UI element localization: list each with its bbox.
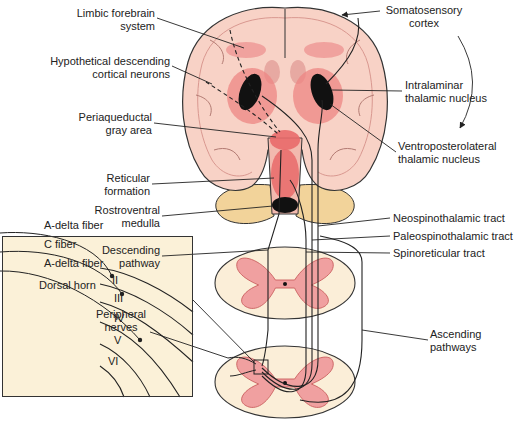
thalamic-nucleus xyxy=(234,71,266,114)
leader-line xyxy=(172,66,212,84)
leader-line xyxy=(150,332,228,358)
sulcus-line xyxy=(330,148,356,160)
structure-label: Intralaminar thalamic nucleus xyxy=(405,79,497,105)
central-canal xyxy=(283,282,287,286)
midline-fissure xyxy=(285,9,286,58)
descending-pathway xyxy=(262,150,281,366)
cerebellum xyxy=(216,184,274,223)
lamina-number: V xyxy=(114,334,121,347)
brainstem xyxy=(268,138,302,214)
structure-label: Ascending pathways xyxy=(430,328,500,354)
spinal-cord-section xyxy=(215,247,355,319)
ascending-pathway xyxy=(300,236,362,402)
periaqueductal-gray xyxy=(270,130,300,150)
thalamus-region xyxy=(293,68,343,124)
gray-matter xyxy=(237,258,334,308)
leader-line xyxy=(330,104,396,152)
reticular-formation xyxy=(271,149,299,199)
rostroventral-medulla xyxy=(272,197,298,213)
structure-label: Periaqueductal gray area xyxy=(60,111,152,137)
fiber-ending xyxy=(138,338,142,342)
cerebellum xyxy=(296,184,354,223)
paleospinothalamic-path xyxy=(262,96,312,389)
limbic-region xyxy=(226,42,266,58)
sulcus-line xyxy=(214,148,240,160)
box-title: Dorsal horn xyxy=(39,279,96,292)
thalamus-region xyxy=(227,68,277,124)
leader-line xyxy=(152,178,274,184)
spinoreticular-path xyxy=(262,180,306,392)
leader-line xyxy=(312,236,390,240)
fiber-label: A-delta fiber xyxy=(44,219,103,232)
spinal-cord-section xyxy=(215,346,355,418)
leader-line xyxy=(318,218,390,226)
nerve-root xyxy=(228,357,256,364)
structure-label: Hypothetical descending cortical neurons xyxy=(35,55,170,81)
tract-label: Paleospinothalamic tract xyxy=(393,230,513,243)
inset-fill xyxy=(2,236,193,397)
sulcus-line xyxy=(359,95,374,116)
sulcus-line xyxy=(196,95,211,116)
leader-line xyxy=(162,206,273,216)
structure-label: Ventroposterolateral thalamic nucleus xyxy=(398,140,512,166)
inset-connector xyxy=(193,300,254,362)
fiber-label: A-delta fiber xyxy=(44,257,103,270)
fiber-label: C fiber xyxy=(44,238,76,251)
structure-label: Limbic forebrain system xyxy=(60,7,155,33)
lamina-line xyxy=(100,268,193,312)
gray-matter xyxy=(237,357,334,407)
lamina-number: VI xyxy=(108,355,118,368)
leader-arrow xyxy=(342,11,380,15)
lamina-number: II xyxy=(112,274,118,287)
lamina-line xyxy=(100,322,180,397)
lamina-line xyxy=(100,366,124,397)
sulcus-line xyxy=(347,40,361,64)
leader-line xyxy=(154,123,276,137)
lamina-number: IV xyxy=(114,312,124,325)
neospinothalamic-path xyxy=(262,100,322,386)
sulcus-line xyxy=(210,40,224,64)
structure-label: Somatosensory cortex xyxy=(378,4,470,30)
descending-cortical-neuron xyxy=(206,82,278,134)
tract-label: Neospinothalamic tract xyxy=(393,212,505,225)
leader-line xyxy=(362,330,428,340)
lamina-line xyxy=(100,344,150,397)
nerve-root xyxy=(230,370,256,376)
fiber-line xyxy=(0,251,122,294)
structure-label: Reticular formation xyxy=(90,172,150,198)
limbic-region xyxy=(304,42,344,58)
leader-line xyxy=(306,252,390,253)
leader-line xyxy=(157,18,244,48)
lamina-number: III xyxy=(114,292,123,305)
leader-line xyxy=(162,250,268,256)
tract-label: Spinoreticular tract xyxy=(393,247,485,260)
leader-line xyxy=(332,90,402,91)
thalamocortical-path xyxy=(326,18,359,84)
